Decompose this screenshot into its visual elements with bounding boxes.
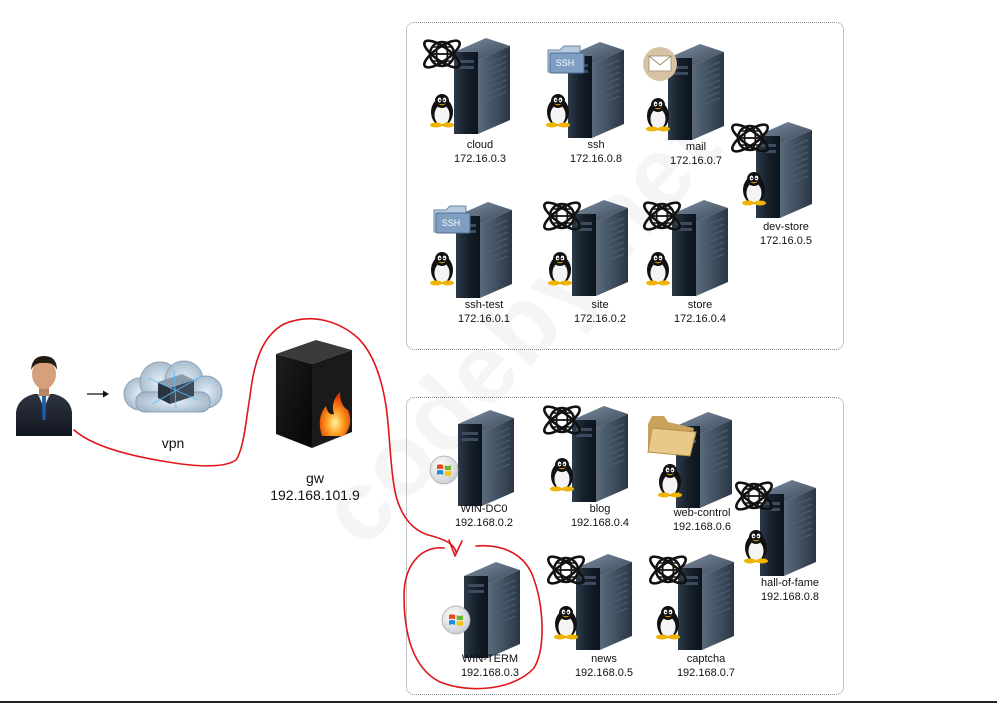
server-captcha: captcha 192.168.0.7 [645,550,766,679]
server-ip: 192.168.0.8 [760,591,820,603]
server-store: store 172.16.0.4 [639,196,760,325]
server-name: web-control [673,507,731,519]
server-win-term: WIN-TERM 192.168.0.3 [430,560,550,680]
server-ip: 172.16.0.2 [574,313,626,325]
ssh-badge-text: SSH [556,58,575,68]
server-name: site [591,299,609,311]
ssh-folder-icon: SSH [547,45,585,74]
vpn-cloud-icon [118,356,228,420]
ssh-folder-icon: SSH [433,205,471,234]
server-name: ssh-test [464,299,504,311]
server-name: mail [685,141,707,153]
server-ip: 172.16.0.8 [570,153,622,165]
server-ip: 172.16.0.5 [760,235,812,247]
arrow-icon [87,390,109,398]
bottom-divider [0,701,997,703]
server-name: WIN-DC0 [460,503,508,515]
server-ip: 192.168.0.6 [672,521,732,533]
windows-icon [441,605,471,635]
server-hall-of-fame: hall-of-fame 192.168.0.8 [730,476,850,603]
network-zone-172 [406,22,844,350]
server-site: site 172.16.0.2 [539,196,660,325]
server-blog: blog 192.168.0.4 [539,400,660,529]
server-ip: 172.16.0.3 [454,153,506,165]
server-name: hall-of-fame [760,577,820,589]
server-ip: 192.168.0.2 [454,517,514,529]
server-name: cloud [466,139,494,151]
gateway-firewall-icon [266,336,362,456]
gateway-name: gw [306,470,324,486]
server-win-dc0: WIN-DC0 192.168.0.2 [424,408,544,529]
server-ssh-test: SSH ssh-test 172.16.0.1 [424,200,544,325]
server-ssh: SSH ssh 172.16.0.8 [536,40,656,165]
gateway-ip: 192.168.101.9 [270,487,360,503]
server-name: captcha [686,653,726,665]
vpn-label: vpn [161,435,185,451]
server-ip: 192.168.0.4 [570,517,630,529]
server-ip: 172.16.0.1 [458,313,510,325]
server-name: ssh [587,139,605,151]
server-cloud: cloud 172.16.0.3 [419,34,540,165]
server-ip: 172.16.0.7 [670,155,722,167]
server-name: store [687,299,713,311]
server-dev-store: dev-store 172.16.0.5 [726,118,846,247]
server-name: news [591,653,617,665]
user-avatar [12,350,76,436]
ssh-badge-text: SSH [442,218,461,228]
server-name: blog [589,503,611,515]
server-mail: mail 172.16.0.7 [636,42,756,167]
server-name: dev-store [763,221,809,233]
server-web-control: web-control 192.168.0.6 [642,408,762,533]
server-ip: 192.168.0.5 [574,667,634,679]
server-ip: 192.168.0.7 [676,667,736,679]
server-news: news 192.168.0.5 [543,550,664,679]
windows-icon [429,455,459,485]
gateway-label: gw 192.168.101.9 [250,470,380,504]
server-ip: 172.16.0.4 [674,313,726,325]
